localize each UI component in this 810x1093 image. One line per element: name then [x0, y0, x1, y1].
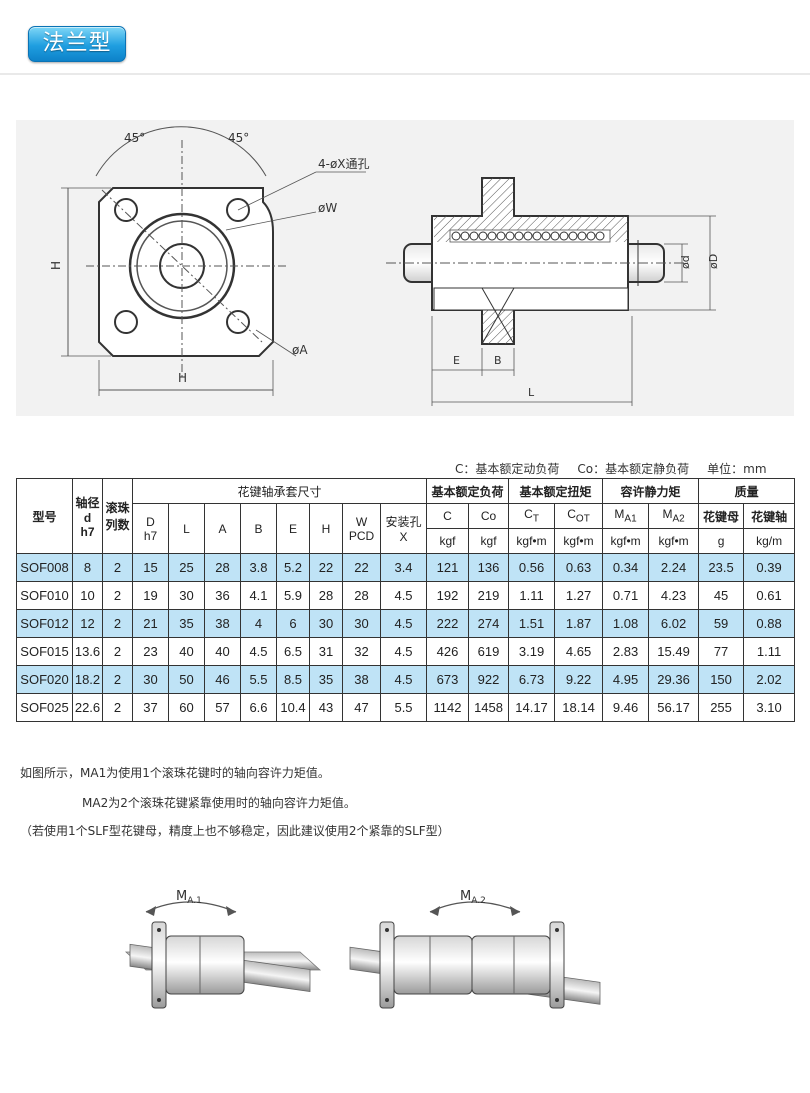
label-ma2: MA.2 [460, 889, 486, 906]
th-MA2: MA2 [648, 503, 700, 529]
legend: C：基本额定动负荷 Co：基本额定静负荷 单位：mm [455, 460, 795, 480]
single-nut-illustration: MA.1 [124, 889, 322, 1009]
mount-hole [114, 310, 138, 334]
nut-body [431, 177, 629, 345]
title-bar: 法兰型 [0, 0, 810, 75]
flange-drawing: 45° 45° H H 4-øX通孔 øW øA [49, 126, 720, 406]
th-model: 型号 [16, 478, 73, 554]
th-COT: COT [554, 503, 604, 529]
dim-outer-d: øD [707, 254, 720, 269]
th-nut: 花键母 [698, 503, 745, 529]
angle-label-left: 45° [124, 131, 145, 145]
th-L: L [168, 503, 205, 554]
dim-l: L [528, 386, 535, 399]
th-E: E [276, 503, 310, 554]
th-COT-unit: kgf•m [554, 528, 604, 554]
side-view: ød øD E B L [386, 177, 720, 406]
moment-diagram: MA.1 MA.2 [0, 870, 810, 1020]
bottom-background [0, 1068, 810, 1093]
th-nut-unit: g [698, 528, 745, 554]
mount-hole [114, 198, 138, 222]
double-nut-illustration: MA.2 [349, 889, 601, 1009]
label-holes: 4-øX通孔 [318, 157, 370, 171]
th-Co-unit: kgf [468, 528, 510, 554]
th-A: A [204, 503, 241, 554]
th-B: B [240, 503, 277, 554]
th-MA1-unit: kgf•m [602, 528, 650, 554]
th-load: 基本额定负荷 [426, 478, 510, 504]
dim-h-horizontal: H [178, 371, 187, 385]
moment-illustration: MA.1 MA.2 [124, 889, 601, 1009]
dim-shaft-d: ød [679, 255, 692, 269]
dim-e: E [453, 354, 460, 367]
th-C-unit: kgf [426, 528, 470, 554]
th-mass: 质量 [698, 478, 796, 504]
label-pcd: øW [318, 201, 337, 215]
section-title: 法兰型 [28, 26, 126, 62]
note-line-1: 如图所示，MA1为使用1个滚珠花键时的轴向容许力矩值。 [20, 766, 330, 780]
th-C: C [426, 503, 470, 529]
th-CT-unit: kgf•m [508, 528, 556, 554]
th-Co: Co [468, 503, 510, 529]
dim-b: B [494, 354, 502, 367]
technical-drawing-panel: 45° 45° H H 4-øX通孔 øW øA [16, 120, 794, 416]
angle-label-right: 45° [228, 131, 249, 145]
th-torque: 基本额定扭矩 [508, 478, 604, 504]
label-ma1: MA.1 [176, 889, 202, 906]
th-CT: CT [508, 503, 556, 529]
th-moment: 容许静力矩 [602, 478, 700, 504]
th-MA1: MA1 [602, 503, 650, 529]
note-line-3: （若使用1个SLF型花键母，精度上也不够稳定，因此建议使用2个紧靠的SLF型） [20, 824, 450, 838]
th-axis: 花键轴 [743, 503, 796, 529]
title-divider [0, 73, 810, 75]
legend-co: Co：基本额定静负荷 [577, 462, 690, 476]
ball-row [451, 231, 605, 241]
front-view: 45° 45° H H 4-øX通孔 øW øA [49, 126, 370, 396]
mount-hole [226, 310, 250, 334]
note-line-2: MA2为2个滚珠花键紧靠使用时的轴向容许力矩值。 [82, 796, 356, 810]
th-MA2-unit: kgf•m [648, 528, 700, 554]
dim-h-vertical: H [49, 261, 63, 270]
th-axis-unit: kg/m [743, 528, 796, 554]
legend-unit: 单位：mm [707, 462, 767, 476]
th-rows: 滚珠列数 [102, 478, 133, 554]
th-H: H [309, 503, 343, 554]
label-outer-a: øA [292, 343, 308, 357]
legend-c: C：基本额定动负荷 [455, 462, 560, 476]
th-dims: 花键轴承套尺寸 [131, 478, 428, 504]
